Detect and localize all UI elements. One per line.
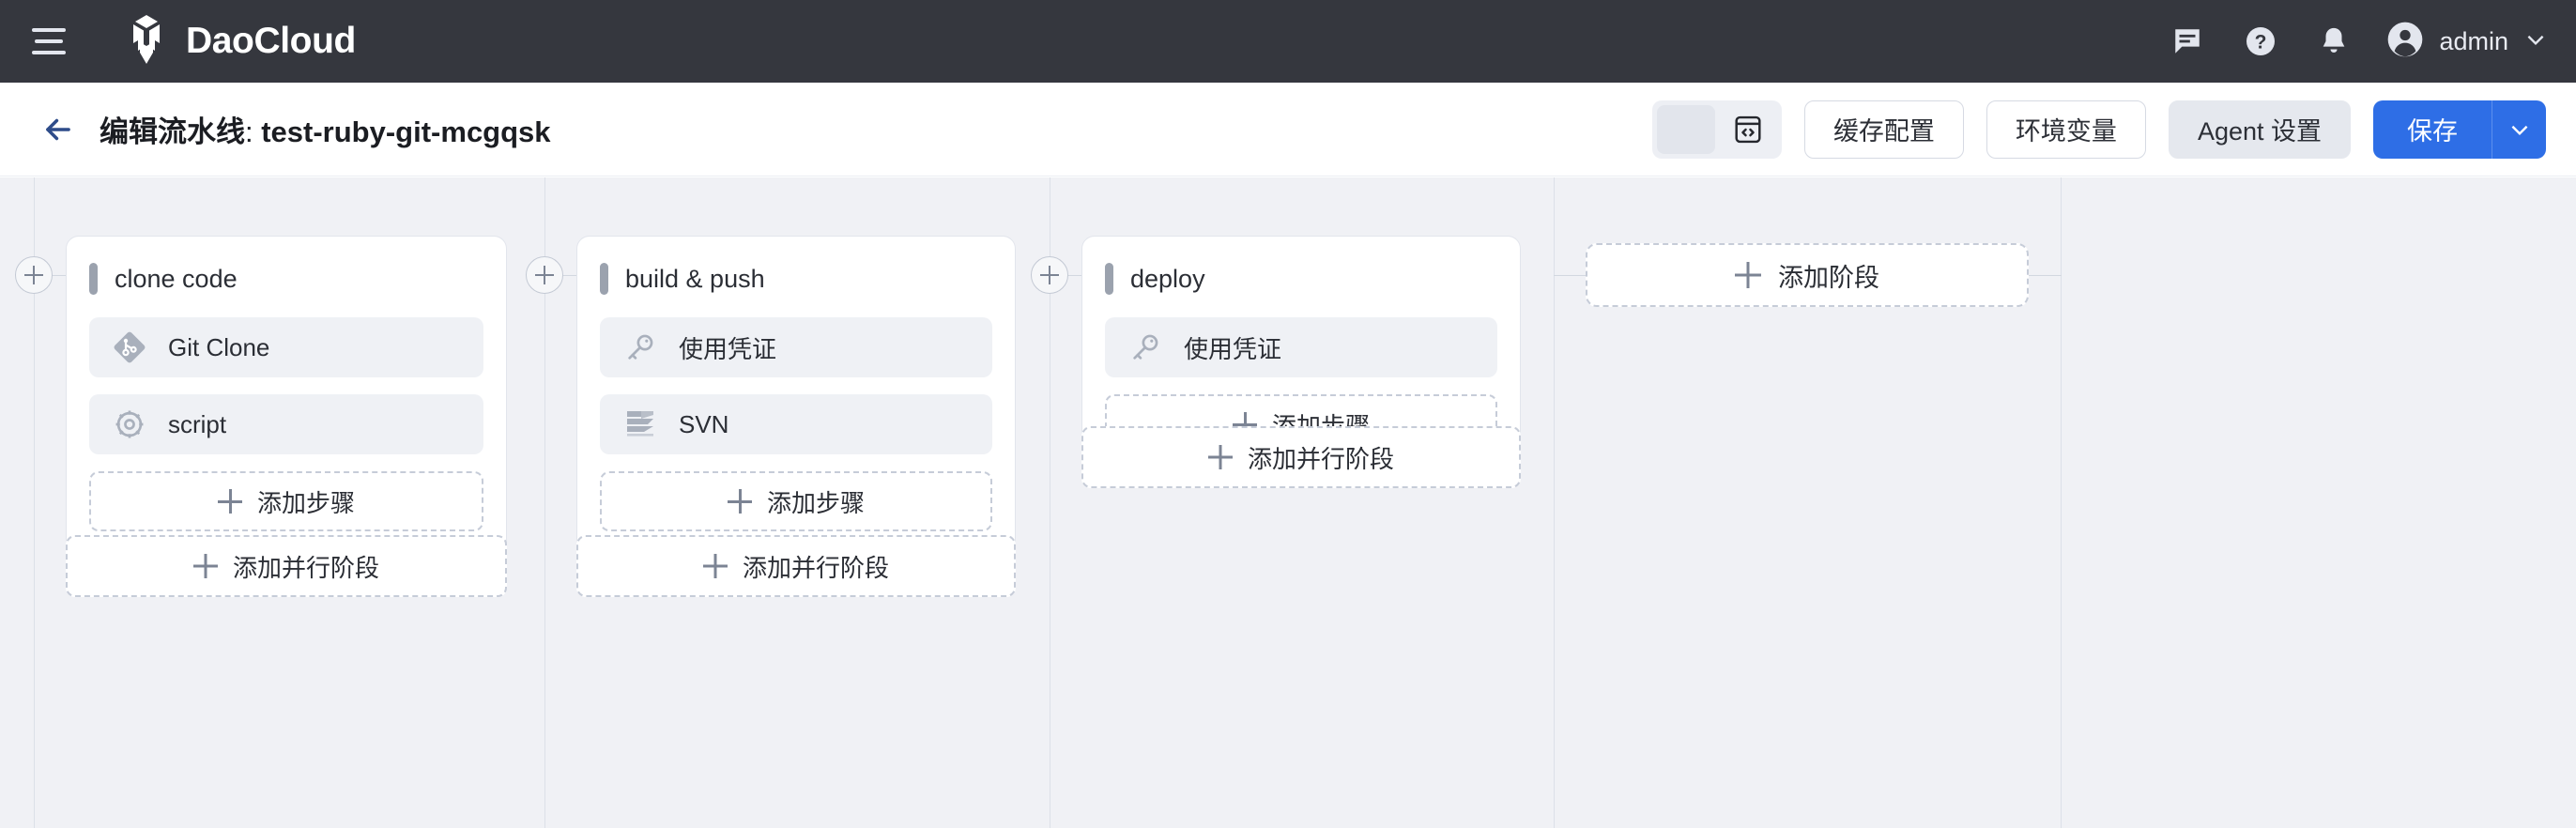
view-mode-toggle[interactable] (1651, 100, 1782, 159)
pipeline-step[interactable]: SVN (600, 394, 992, 454)
stage-connector-line (2028, 275, 2062, 276)
back-button[interactable] (34, 105, 83, 154)
editor-toolbar: 编辑流水线: test-ruby-git-mcgqsk 缓存配置 环境变量 Ag… (0, 83, 2576, 176)
page-title: 编辑流水线: test-ruby-git-mcgqsk (100, 108, 551, 150)
code-view-toggle[interactable] (1719, 105, 1777, 154)
save-button[interactable]: 保存 (2373, 100, 2492, 159)
add-parallel-stage-button[interactable]: 添加并行阶段 (1081, 426, 1521, 488)
pipeline-step-label: script (168, 409, 227, 438)
help-icon[interactable]: ? (2240, 21, 2281, 62)
page-title-prefix: 编辑流水线 (100, 115, 245, 148)
git-icon (112, 330, 147, 365)
stage-title: deploy (1130, 264, 1205, 293)
brand-name: DaoCloud (186, 21, 356, 61)
pipeline-step[interactable]: 使用凭证 (600, 317, 992, 377)
hamburger-line (32, 28, 66, 32)
add-parallel-stage-label: 添加并行阶段 (742, 553, 889, 582)
key-icon (1127, 330, 1163, 365)
add-parallel-stage-button[interactable]: 添加并行阶段 (66, 535, 507, 597)
brand-logo[interactable]: DaoCloud (124, 14, 356, 69)
plus-icon (1207, 445, 1233, 469)
hamburger-line (35, 39, 63, 43)
key-icon (622, 330, 658, 365)
visual-view-toggle[interactable] (1656, 104, 1715, 154)
svn-icon (622, 406, 658, 442)
column-divider (544, 177, 545, 828)
stage-accent-bar (1105, 263, 1113, 295)
pipeline-step-label: SVN (679, 409, 729, 438)
stage-accent-bar (600, 263, 608, 295)
toolbar-actions: 缓存配置 环境变量 Agent 设置 保存 (1651, 100, 2546, 159)
avatar (2386, 21, 2424, 63)
stage-header: build & push (600, 257, 992, 300)
plus-icon (192, 554, 218, 578)
agent-settings-button[interactable]: Agent 设置 (2168, 100, 2351, 159)
save-dropdown-chevron-down-icon[interactable] (2492, 100, 2546, 159)
stage-title: build & push (625, 264, 765, 293)
column-divider (34, 177, 35, 828)
add-stage-label: 添加阶段 (1778, 263, 1879, 292)
plus-icon (217, 489, 242, 514)
user-name: admin (2439, 26, 2508, 55)
add-parallel-stage-label: 添加并行阶段 (1247, 444, 1394, 473)
chevron-down-icon[interactable] (2523, 27, 2548, 56)
env-vars-button[interactable]: 环境变量 (1986, 100, 2146, 159)
save-button-group: 保存 (2373, 100, 2546, 159)
add-step-button[interactable]: 添加步骤 (600, 471, 992, 531)
plus-icon (1735, 262, 1761, 288)
pipeline-step-label: 使用凭证 (1184, 334, 1282, 363)
bell-icon[interactable] (2313, 21, 2354, 62)
cache-config-button[interactable]: 缓存配置 (1803, 100, 1964, 159)
plus-icon (702, 554, 728, 578)
add-stage-node-icon[interactable] (526, 256, 563, 294)
plus-icon (1232, 412, 1257, 437)
add-parallel-stage-label: 添加并行阶段 (232, 553, 379, 582)
add-step-label: 添加步骤 (766, 488, 865, 517)
add-step-button[interactable]: 添加步骤 (89, 471, 483, 531)
pipeline-step[interactable]: Git Clone (89, 317, 483, 377)
pipeline-canvas: clone code Git Clone (0, 177, 2576, 828)
top-nav-actions: ? admin (2167, 21, 2548, 63)
daocloud-cube-icon (124, 14, 169, 69)
pipeline-step-label: Git Clone (168, 332, 270, 361)
stage-header: clone code (89, 257, 483, 300)
add-step-label: 添加步骤 (256, 488, 355, 517)
column-divider (2061, 177, 2062, 828)
add-stage-button[interactable]: 添加阶段 (1586, 243, 2029, 307)
add-stage-node-icon[interactable] (1031, 256, 1068, 294)
add-stage-node-icon[interactable] (15, 256, 53, 294)
page-title-separator: : (245, 115, 262, 148)
chat-icon[interactable] (2167, 21, 2208, 62)
stage-card[interactable]: build & push 使用凭证 (576, 236, 1016, 555)
page-title-name: test-ruby-git-mcgqsk (261, 115, 551, 148)
pipeline-step-label: 使用凭证 (679, 334, 777, 363)
top-navigation-bar: DaoCloud ? (0, 0, 2576, 83)
gear-icon (112, 406, 147, 442)
plus-icon (727, 489, 752, 514)
pipeline-step[interactable]: 使用凭证 (1105, 317, 1497, 377)
add-parallel-stage-button[interactable]: 添加并行阶段 (576, 535, 1016, 597)
stage-header: deploy (1105, 257, 1497, 300)
pipeline-step[interactable]: script (89, 394, 483, 454)
hamburger-line (32, 51, 66, 54)
user-menu[interactable]: admin (2386, 21, 2548, 63)
stage-accent-bar (89, 263, 98, 295)
stage-title: clone code (115, 264, 238, 293)
svg-text:?: ? (2255, 32, 2267, 54)
stage-connector-line (1554, 275, 1586, 276)
hamburger-menu-icon[interactable] (23, 15, 75, 68)
column-divider (1554, 177, 1555, 828)
stage-card[interactable]: clone code Git Clone (66, 236, 507, 555)
